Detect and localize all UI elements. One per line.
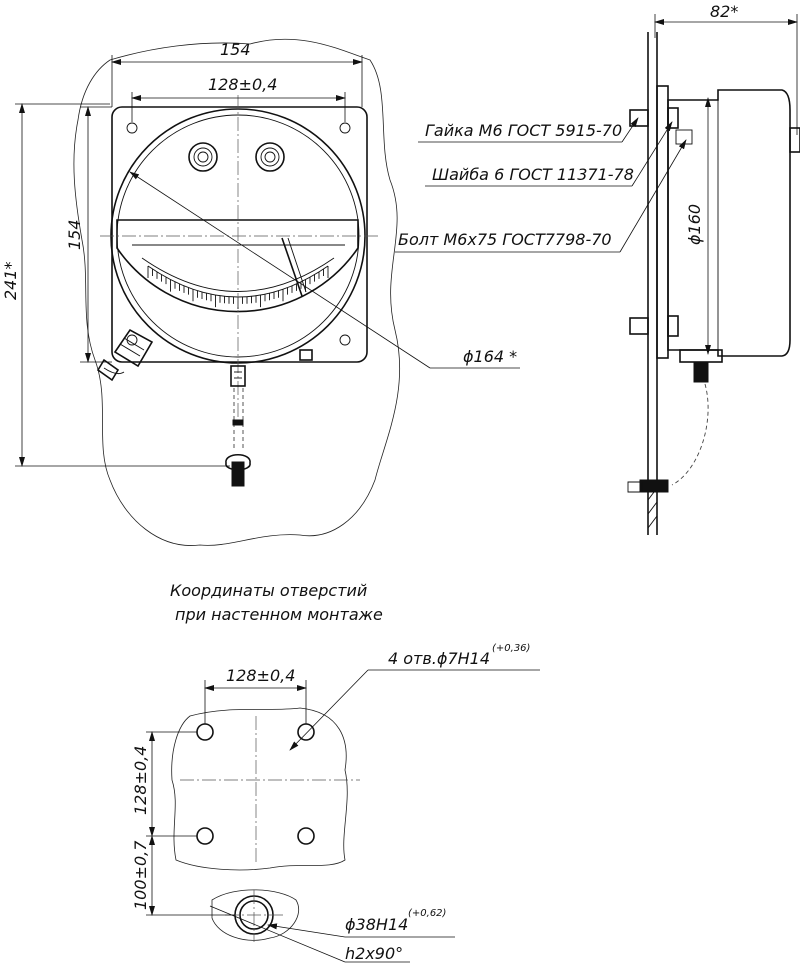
holes-wall-outline	[171, 707, 348, 871]
front-stem	[225, 365, 251, 487]
holes-title-line2: при настенном монтаже	[175, 605, 383, 624]
front-wall-outline	[73, 38, 401, 546]
callout-center-hole: ϕ38Н14	[345, 915, 408, 934]
callout-washer: Шайба 6 ГОСТ 11371-78	[432, 165, 634, 184]
holes-center-wall	[211, 889, 299, 941]
front-scale-arc	[141, 257, 335, 292]
front-scale-ticks	[147, 266, 329, 309]
callout-holes: 4 отв.ϕ7Н14	[388, 649, 490, 668]
callout-holes-tol: (+0,36)	[492, 643, 530, 654]
holes-four-holes	[196, 723, 315, 845]
front-pointer	[281, 237, 303, 297]
callout-center-tol: (+0,62)	[408, 908, 446, 919]
holes-view: Координаты отверстий при настенном монта…	[131, 581, 540, 963]
side-wall-hatch	[647, 487, 658, 529]
callout-bolt: Болт М6х75 ГОСТ7798-70	[398, 230, 612, 249]
front-view: 154 128±0,4 154 241* ϕ164 *	[1, 38, 520, 546]
dim-front-hole-spacing: 128±0,4	[208, 75, 277, 94]
front-scale-window	[116, 219, 359, 313]
holes-title-line1: Координаты отверстий	[170, 581, 367, 600]
side-body	[667, 89, 791, 357]
dim-front-width: 154	[220, 40, 251, 59]
callout-nut: Гайка М6 ГОСТ 5915-70	[425, 121, 622, 140]
dim-holes-spacing-h: 128±0,4	[226, 666, 295, 685]
dim-front-total-height: 241*	[1, 261, 20, 300]
side-view: 82* ϕ160 Гайка М6 ГОСТ 5915-70 Шайба 6 Г…	[395, 2, 800, 535]
callout-chamfer: h2x90°	[345, 944, 403, 963]
front-knobs	[188, 142, 285, 172]
dim-front-height: 154	[65, 219, 84, 250]
dim-holes-offset: 100±0,7	[131, 840, 150, 910]
side-bolts	[629, 107, 693, 337]
side-flange	[656, 85, 669, 359]
front-flange	[111, 106, 368, 363]
dim-side-diameter: ϕ160	[685, 204, 704, 245]
front-cable-gland	[96, 328, 154, 382]
dim-holes-spacing-v: 128±0,4	[131, 746, 150, 815]
dim-side-depth: 82*	[710, 2, 738, 21]
dim-front-diameter: ϕ164 *	[463, 347, 517, 366]
